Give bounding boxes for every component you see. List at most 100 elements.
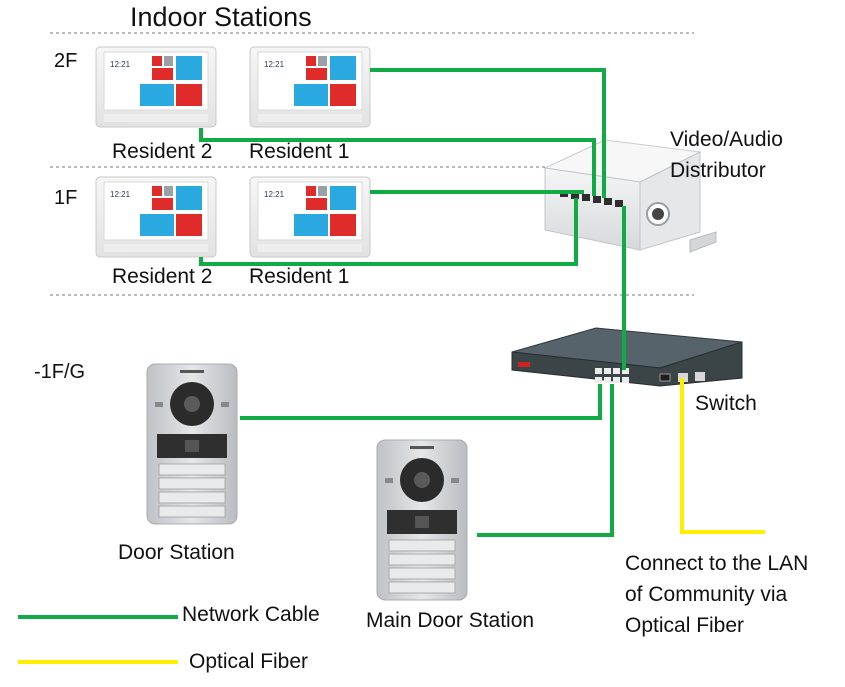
- door-station: [146, 363, 238, 525]
- label-switch: Switch: [695, 392, 757, 415]
- main-door-station-lens: [414, 472, 430, 488]
- tile-blue-top: [330, 186, 356, 210]
- switch-console-port: [695, 372, 705, 381]
- tile-blue-bottom: [294, 84, 328, 106]
- indoor-station-2f-resident2: 12:21: [95, 46, 217, 128]
- tile-red-small: [152, 186, 162, 196]
- main-door-station-button-1: [388, 539, 456, 552]
- switch-port: [595, 377, 602, 383]
- label-main-door-station: Main Door Station: [366, 609, 535, 632]
- switch-port: [613, 377, 620, 383]
- switch-fiber-port: [678, 373, 688, 382]
- cable-1f-resident2: [199, 198, 578, 266]
- floor-label-1f: 1F: [54, 187, 78, 209]
- distributor-port: [604, 198, 612, 205]
- tile-blue-top: [176, 186, 202, 210]
- distributor-port: [582, 194, 590, 201]
- tile-red-bottom: [330, 214, 356, 236]
- label-1f-resident1: Resident 1: [249, 265, 350, 288]
- monitor-bezel-bottom: [258, 244, 362, 252]
- door-station-speaker-l: [155, 402, 163, 407]
- door-station-button-4: [158, 505, 226, 518]
- video-audio-distributor: [543, 139, 717, 253]
- main-door-station-speaker-l: [385, 478, 393, 483]
- indoor-station-1f-resident2: 12:21: [95, 176, 217, 258]
- door-station-button-2: [158, 477, 226, 490]
- distributor-port: [615, 200, 623, 207]
- label-2f-resident1: Resident 1: [249, 140, 350, 163]
- tile-blue-top: [176, 56, 202, 80]
- tile-red-small: [152, 56, 162, 66]
- tile-grey-small: [164, 56, 173, 66]
- cable-door-station: [240, 384, 602, 420]
- legend-network-cable-label: Network Cable: [182, 603, 320, 626]
- monitor-bezel-bottom: [104, 114, 208, 122]
- main-door-station-brand: [410, 446, 434, 449]
- main-door-station-button-3: [388, 567, 456, 580]
- tile-grey-small: [318, 186, 327, 196]
- door-station-reader-icon: [185, 440, 199, 452]
- tile-blue-top: [330, 56, 356, 80]
- tile-red-bottom: [176, 214, 202, 236]
- legend-optical-fiber-label: Optical Fiber: [189, 650, 309, 673]
- optical-fiber: [18, 378, 765, 664]
- tile-red-mid: [152, 198, 173, 210]
- door-station-brand: [180, 370, 204, 373]
- door-station-button-1: [158, 463, 226, 476]
- tile-red-small: [306, 56, 316, 66]
- monitor-clock: 12:21: [264, 190, 285, 199]
- tile-red-bottom: [176, 84, 202, 106]
- label-lan-connection: Connect to the LAN of Community via Opti…: [625, 552, 809, 637]
- label-distributor: Video/Audio Distributor: [670, 128, 783, 182]
- switch-brand-mark: [518, 362, 530, 367]
- main-door-station-speaker-r: [451, 478, 459, 483]
- label-door-station: Door Station: [118, 541, 235, 564]
- indoor-station-1f-resident1: 12:21: [249, 176, 371, 258]
- fiber-switch-lan: [680, 378, 765, 534]
- monitor-clock: 12:21: [110, 60, 131, 69]
- monitor-clock: 12:21: [110, 190, 131, 199]
- tile-red-mid: [306, 198, 327, 210]
- main-door-station-button-4: [388, 581, 456, 594]
- network-switch: [511, 327, 743, 387]
- tile-blue-bottom: [140, 84, 174, 106]
- tile-grey-small: [318, 56, 327, 66]
- switch-port: [604, 368, 611, 374]
- floor-dividers: [50, 32, 694, 296]
- tile-red-mid: [306, 68, 327, 80]
- monitor-clock: 12:21: [264, 60, 285, 69]
- label-1f-resident2: Resident 2: [112, 265, 213, 288]
- indoor-station-2f-resident1: 12:21: [249, 46, 371, 128]
- cable-2f-resident1: [370, 68, 606, 198]
- distributor-port-round-inner: [652, 208, 664, 220]
- switch-port: [604, 377, 611, 383]
- floor-label-basement: -1F/G: [34, 361, 86, 383]
- tile-blue-bottom: [140, 214, 174, 236]
- tile-grey-small: [164, 186, 173, 196]
- monitor-bezel-bottom: [104, 244, 208, 252]
- switch-port: [622, 377, 629, 383]
- main-door-station-reader-icon: [415, 516, 429, 528]
- label-2f-resident2: Resident 2: [112, 140, 213, 163]
- main-door-station: [376, 439, 468, 601]
- tile-red-bottom: [330, 84, 356, 106]
- monitor-bezel-bottom: [258, 114, 362, 122]
- network-cables: [18, 68, 626, 619]
- main-door-station-button-2: [388, 553, 456, 566]
- door-station-button-3: [158, 491, 226, 504]
- cable-main-door-station: [477, 384, 614, 537]
- door-station-speaker-r: [221, 402, 229, 407]
- switch-sfp-port: [659, 373, 671, 382]
- distributor-port: [571, 192, 579, 199]
- cable-2f-resident2: [199, 128, 596, 196]
- switch-port: [613, 368, 620, 374]
- distributor-bracket: [689, 231, 717, 253]
- tile-blue-bottom: [294, 214, 328, 236]
- floor-label-2f: 2F: [54, 50, 78, 72]
- tile-red-mid: [152, 68, 173, 80]
- switch-port: [595, 368, 602, 374]
- tile-red-small: [306, 186, 316, 196]
- diagram-title: Indoor Stations: [130, 2, 312, 32]
- distributor-port: [593, 196, 601, 203]
